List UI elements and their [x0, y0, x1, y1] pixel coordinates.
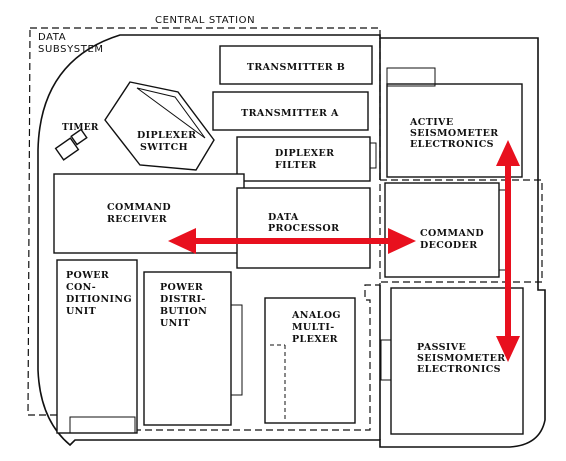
timer-component: [54, 128, 88, 161]
command-decoder-box: [384, 182, 500, 278]
horizontal-data-arrow: [168, 228, 416, 254]
passive-seismometer-box: [390, 287, 524, 435]
transmitter-a-box: [212, 91, 369, 131]
vertical-arrow: [496, 140, 520, 362]
diplexer-switch-component: [104, 81, 215, 171]
central-station-outline: [37, 34, 546, 448]
decoder-dashed-region: [380, 179, 543, 283]
timer-label: TIMER: [62, 123, 99, 133]
power-distribution-box: [143, 271, 232, 426]
transmitter-b-box: [219, 45, 373, 85]
diplexer-filter-box: [236, 136, 371, 182]
central-station-label: CENTRAL STATION: [155, 15, 255, 26]
transmitter-a-label: TRANSMITTER A: [241, 108, 339, 119]
transmitter-b-label: TRANSMITTER B: [247, 62, 345, 73]
data-processor-box: [236, 187, 371, 269]
analog-multiplexer-box: [264, 297, 356, 424]
